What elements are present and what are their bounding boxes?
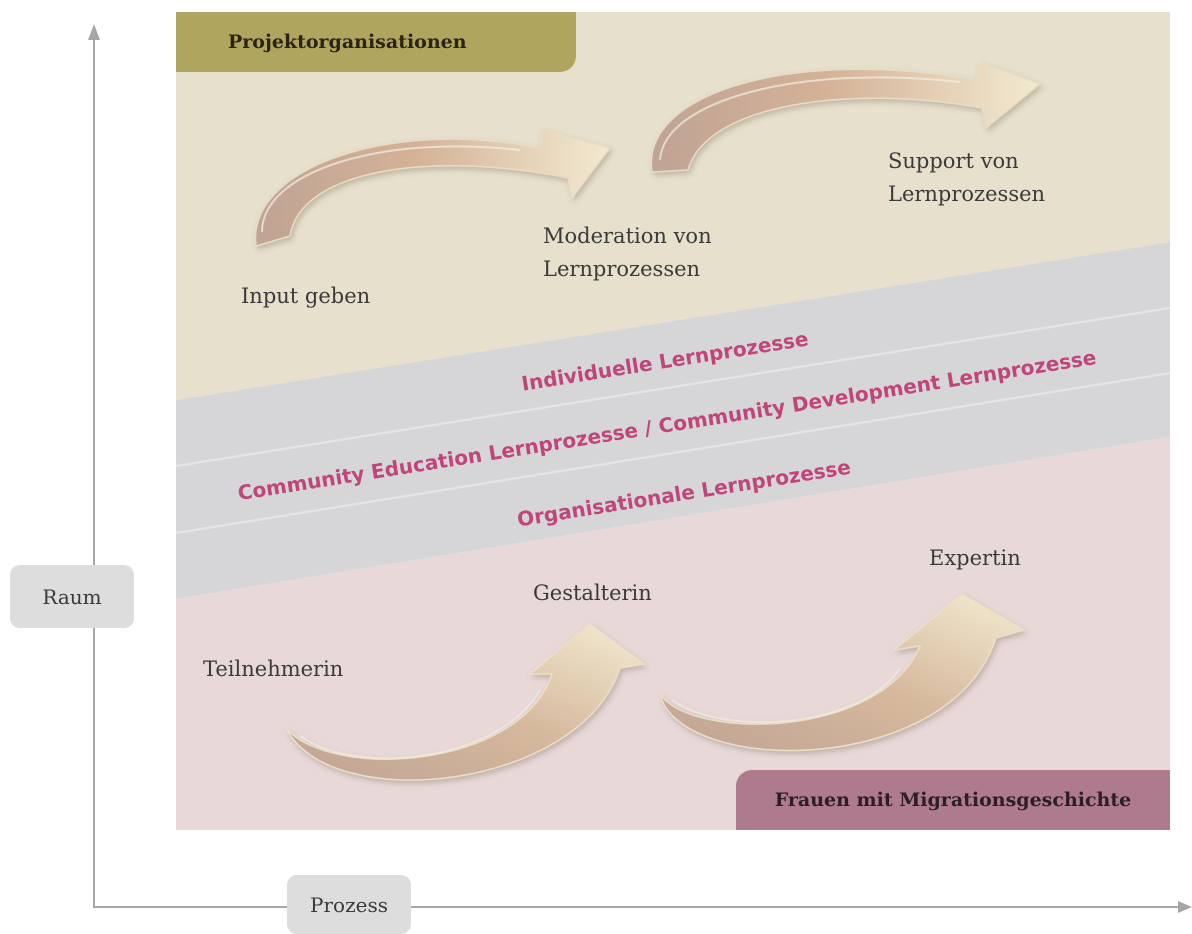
step-label-gestalterin: Gestalterin	[533, 581, 652, 605]
band-individual	[176, 242, 1170, 465]
arrow-input-to-moderation	[254, 129, 612, 247]
x-axis-label: Prozess	[287, 875, 411, 934]
step-label-support: Support von Lernprozessen	[888, 149, 1046, 206]
region-title-projektorganisationen: Projektorganisationen	[176, 12, 576, 72]
y-axis-arrowhead	[88, 24, 100, 40]
step-label-expertin: Expertin	[929, 546, 1021, 570]
arrow-gestalterin-to-expertin	[659, 593, 1026, 752]
top-region	[176, 12, 1170, 400]
step-label-moderation: Moderation von Lernprozessen	[543, 224, 712, 281]
bottom-region	[176, 437, 1170, 830]
arrow-teilnehmerin-to-gestalterin	[285, 623, 646, 781]
y-axis-label: Raum	[10, 565, 134, 628]
step-label-input: Input geben	[241, 284, 371, 308]
region-title-frauen: Frauen mit Migrationsgeschichte	[736, 770, 1170, 830]
band-community	[176, 309, 1170, 532]
step-label-teilnehmerin: Teilnehmerin	[203, 657, 344, 681]
arrow-moderation-to-support	[650, 61, 1042, 173]
x-axis-arrowhead	[1178, 901, 1192, 913]
band-organisational	[176, 374, 1170, 599]
